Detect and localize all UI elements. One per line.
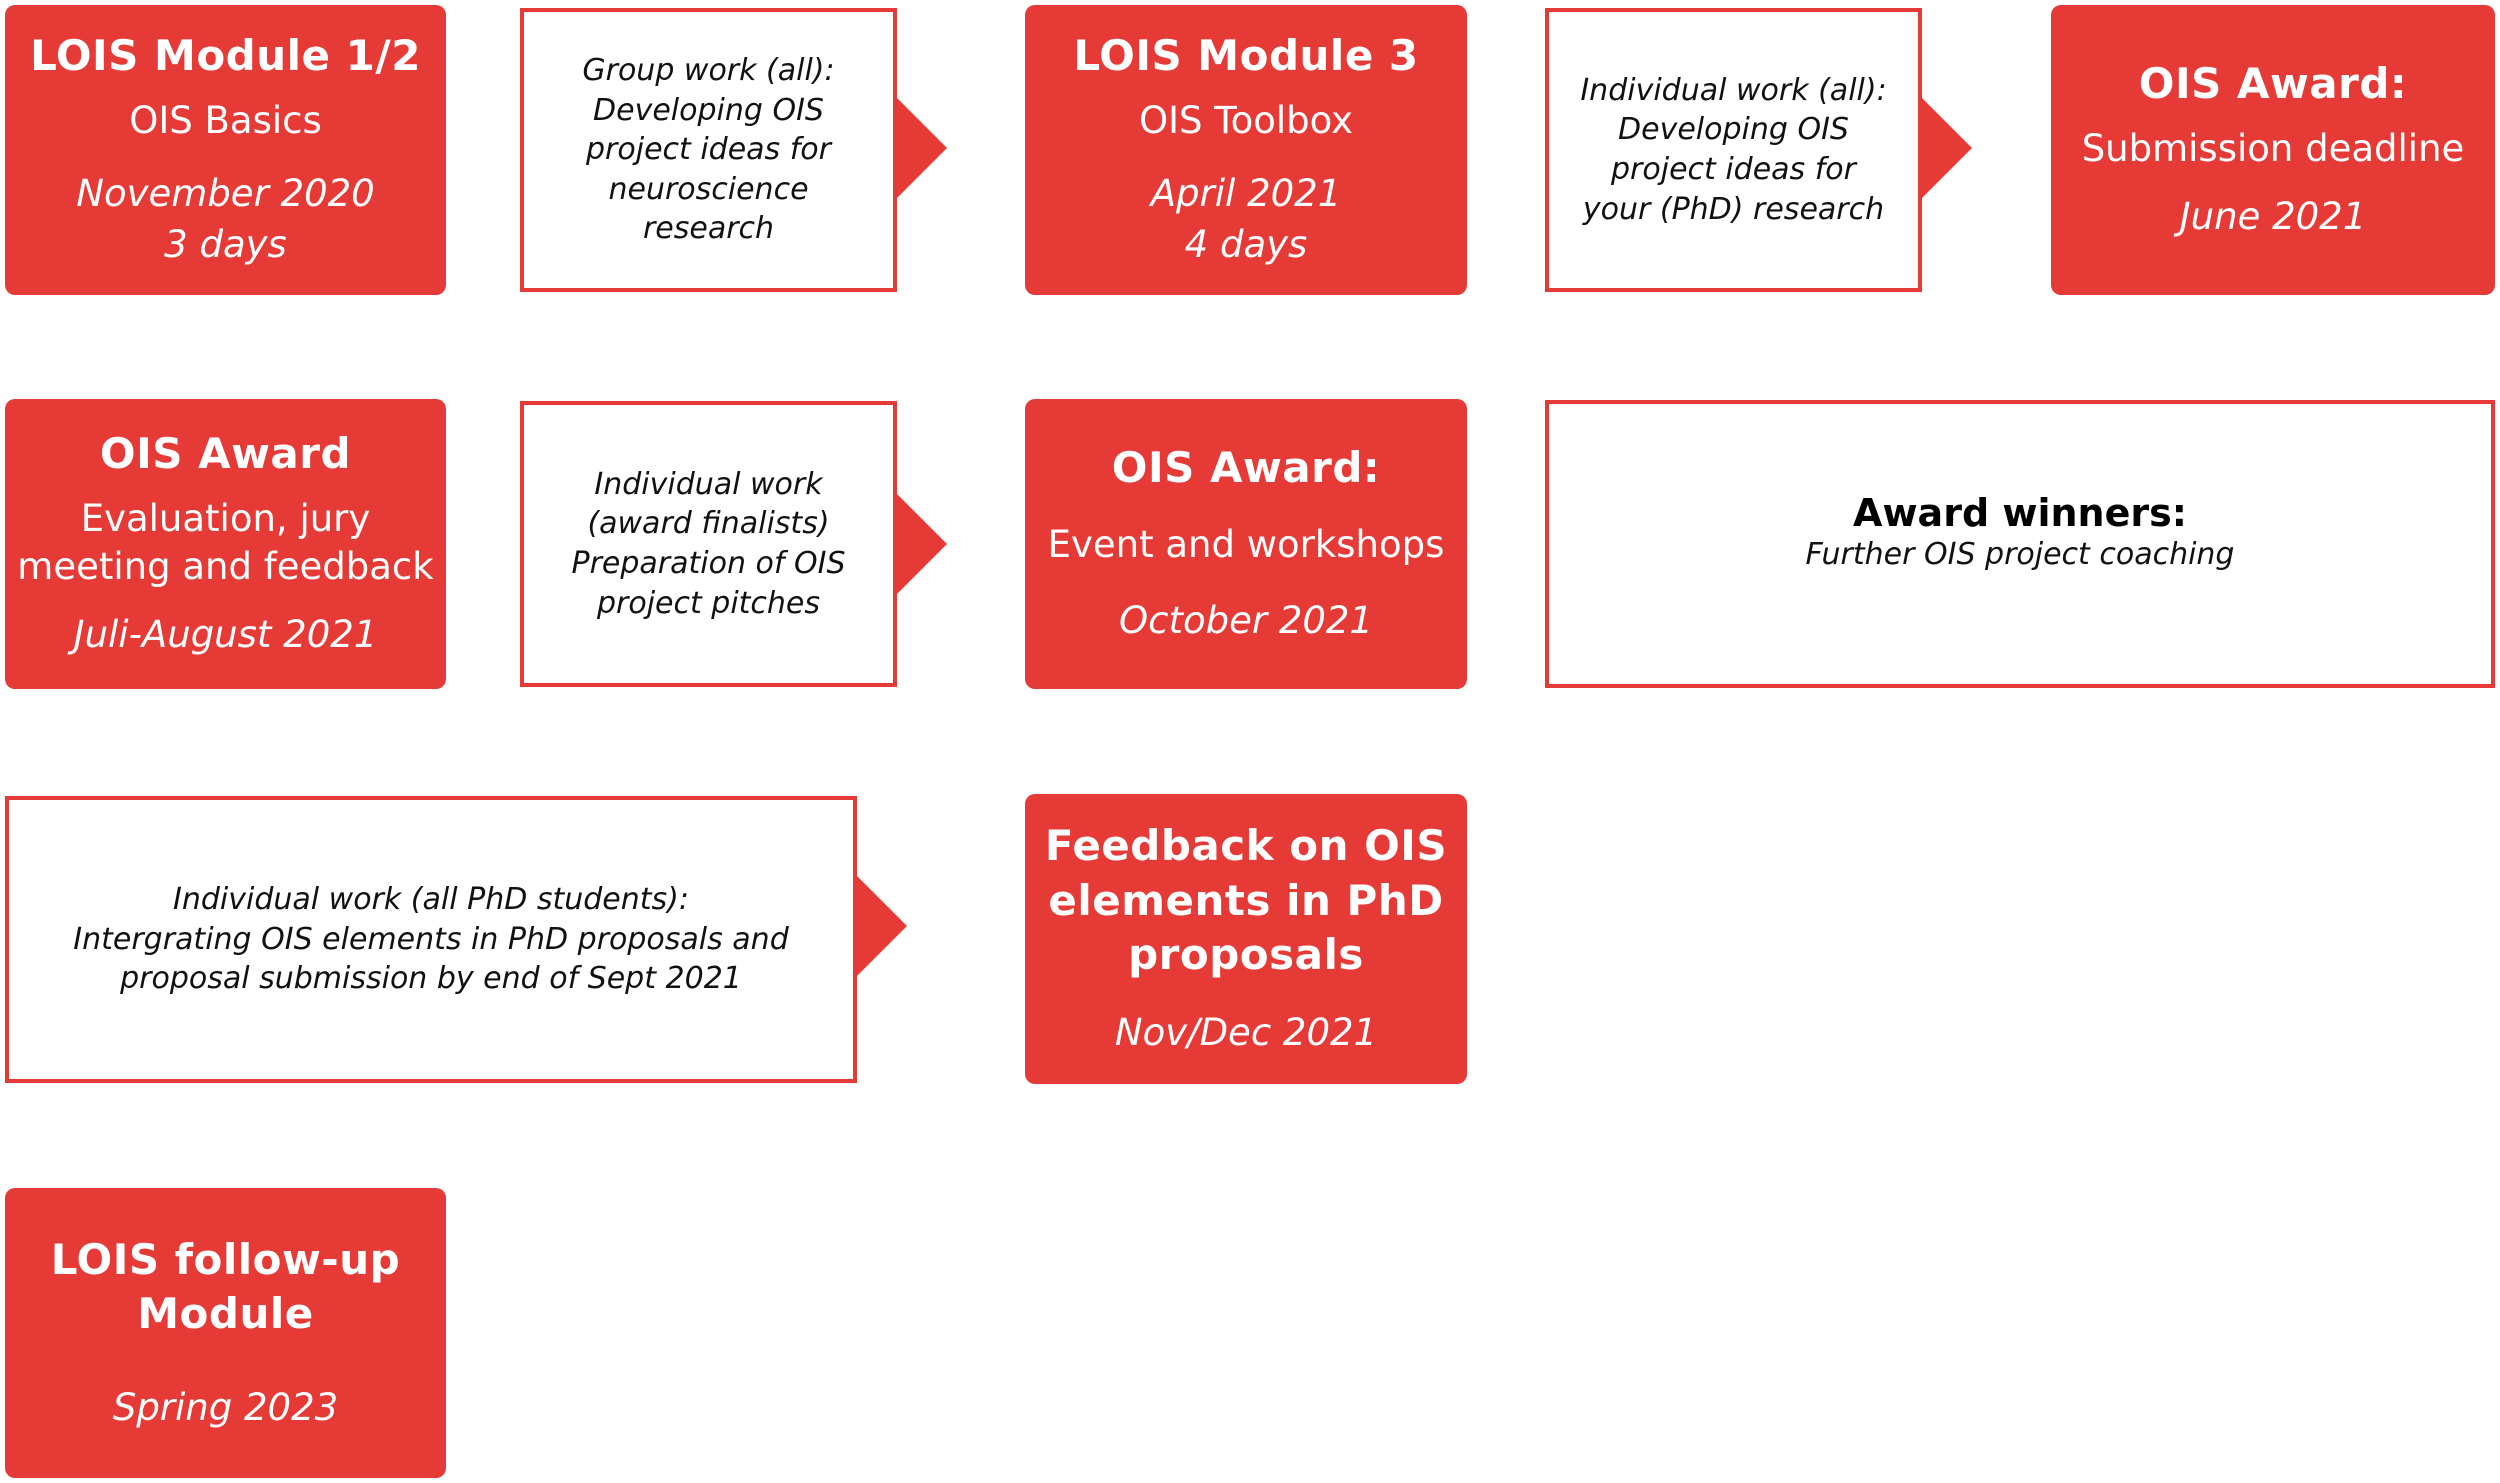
card-date: October 2021 <box>1119 599 1373 643</box>
card-title: Feedback on OIS <box>1044 821 1448 871</box>
note-line: (award finalists) <box>587 506 830 542</box>
award-evaluation-card: OIS Award Evaluation, jury meeting and f… <box>5 399 446 689</box>
note-line: research <box>642 211 775 247</box>
note-line: project pitches <box>596 585 821 621</box>
note-line: Developing OIS <box>1618 112 1849 148</box>
card-date: June 2021 <box>2179 195 2367 239</box>
winners-title: Award winners: <box>1853 491 2187 535</box>
card-title: OIS Award <box>99 428 352 478</box>
feedback-card: Feedback on OIS elements in PhD proposal… <box>1025 794 1467 1084</box>
card-title: LOIS Module 1/2 <box>30 30 421 80</box>
card-title: Module <box>137 1289 314 1339</box>
card-subtitle: OIS Toolbox <box>1138 99 1354 143</box>
card-date: April 2021 <box>1150 171 1342 215</box>
finalists-work-box: Individual work (award finalists) Prepar… <box>520 401 897 687</box>
card-subtitle: OIS Basics <box>129 99 322 143</box>
card-title: elements in PhD <box>1048 875 1444 925</box>
lois-module-1-2-card: LOIS Module 1/2 OIS Basics November 2020… <box>5 5 446 295</box>
note-line: proposal submission by end of Sept 2021 <box>120 961 742 997</box>
card-subtitle: Submission deadline <box>2081 127 2465 171</box>
card-duration: 3 days <box>164 223 287 267</box>
card-title: OIS Award: <box>2138 58 2408 108</box>
award-event-card: OIS Award: Event and workshops October 2… <box>1025 399 1467 689</box>
phd-work-box: Individual work (all PhD students): Inte… <box>5 796 857 1083</box>
note-line: project ideas for <box>586 132 831 168</box>
note-line: neuroscience <box>608 171 809 207</box>
award-deadline-card: OIS Award: Submission deadline June 2021 <box>2051 5 2495 295</box>
lois-module-3-card: LOIS Module 3 OIS Toolbox April 2021 4 d… <box>1025 5 1467 295</box>
note-line: Intergrating OIS elements in PhD proposa… <box>73 921 789 957</box>
card-duration: 4 days <box>1184 223 1308 267</box>
note-line: Preparation of OIS <box>571 546 846 581</box>
note-line: Developing OIS <box>593 92 824 128</box>
individual-work-box: Individual work (all): Developing OIS pr… <box>1545 8 1922 292</box>
arrow-right-icon <box>895 96 947 200</box>
card-date: November 2020 <box>76 171 375 215</box>
card-date: Spring 2023 <box>112 1385 339 1429</box>
card-date: Nov/Dec 2021 <box>1114 1010 1378 1054</box>
note-line: project ideas for <box>1611 152 1856 187</box>
arrow-right-icon <box>855 874 907 978</box>
note-line: Individual work <box>594 466 823 502</box>
group-work-box: Group work (all): Developing OIS project… <box>520 8 897 292</box>
card-title: proposals <box>1128 930 1364 980</box>
card-date: Juli-August 2021 <box>73 613 378 657</box>
note-line: Individual work (all PhD students): <box>173 882 689 918</box>
note-line: Individual work (all): <box>1580 72 1887 108</box>
arrow-right-icon <box>1920 96 1972 200</box>
card-subtitle: Evaluation, jury <box>80 497 371 541</box>
card-title: OIS Award: <box>1111 442 1381 492</box>
card-title: LOIS Module 3 <box>1073 30 1419 80</box>
card-title: LOIS follow-up <box>50 1234 401 1284</box>
arrow-right-icon <box>895 492 947 596</box>
followup-module-card: LOIS follow-up Module Spring 2023 <box>5 1188 446 1478</box>
award-winners-box: Award winners: Further OIS project coach… <box>1545 400 2495 688</box>
card-subtitle: Event and workshops <box>1047 523 1445 567</box>
winners-subtitle: Further OIS project coaching <box>1805 537 2235 572</box>
card-subtitle: meeting and feedback <box>17 545 434 589</box>
note-line: Group work (all): <box>582 53 835 89</box>
note-line: your (PhD) research <box>1582 191 1885 227</box>
